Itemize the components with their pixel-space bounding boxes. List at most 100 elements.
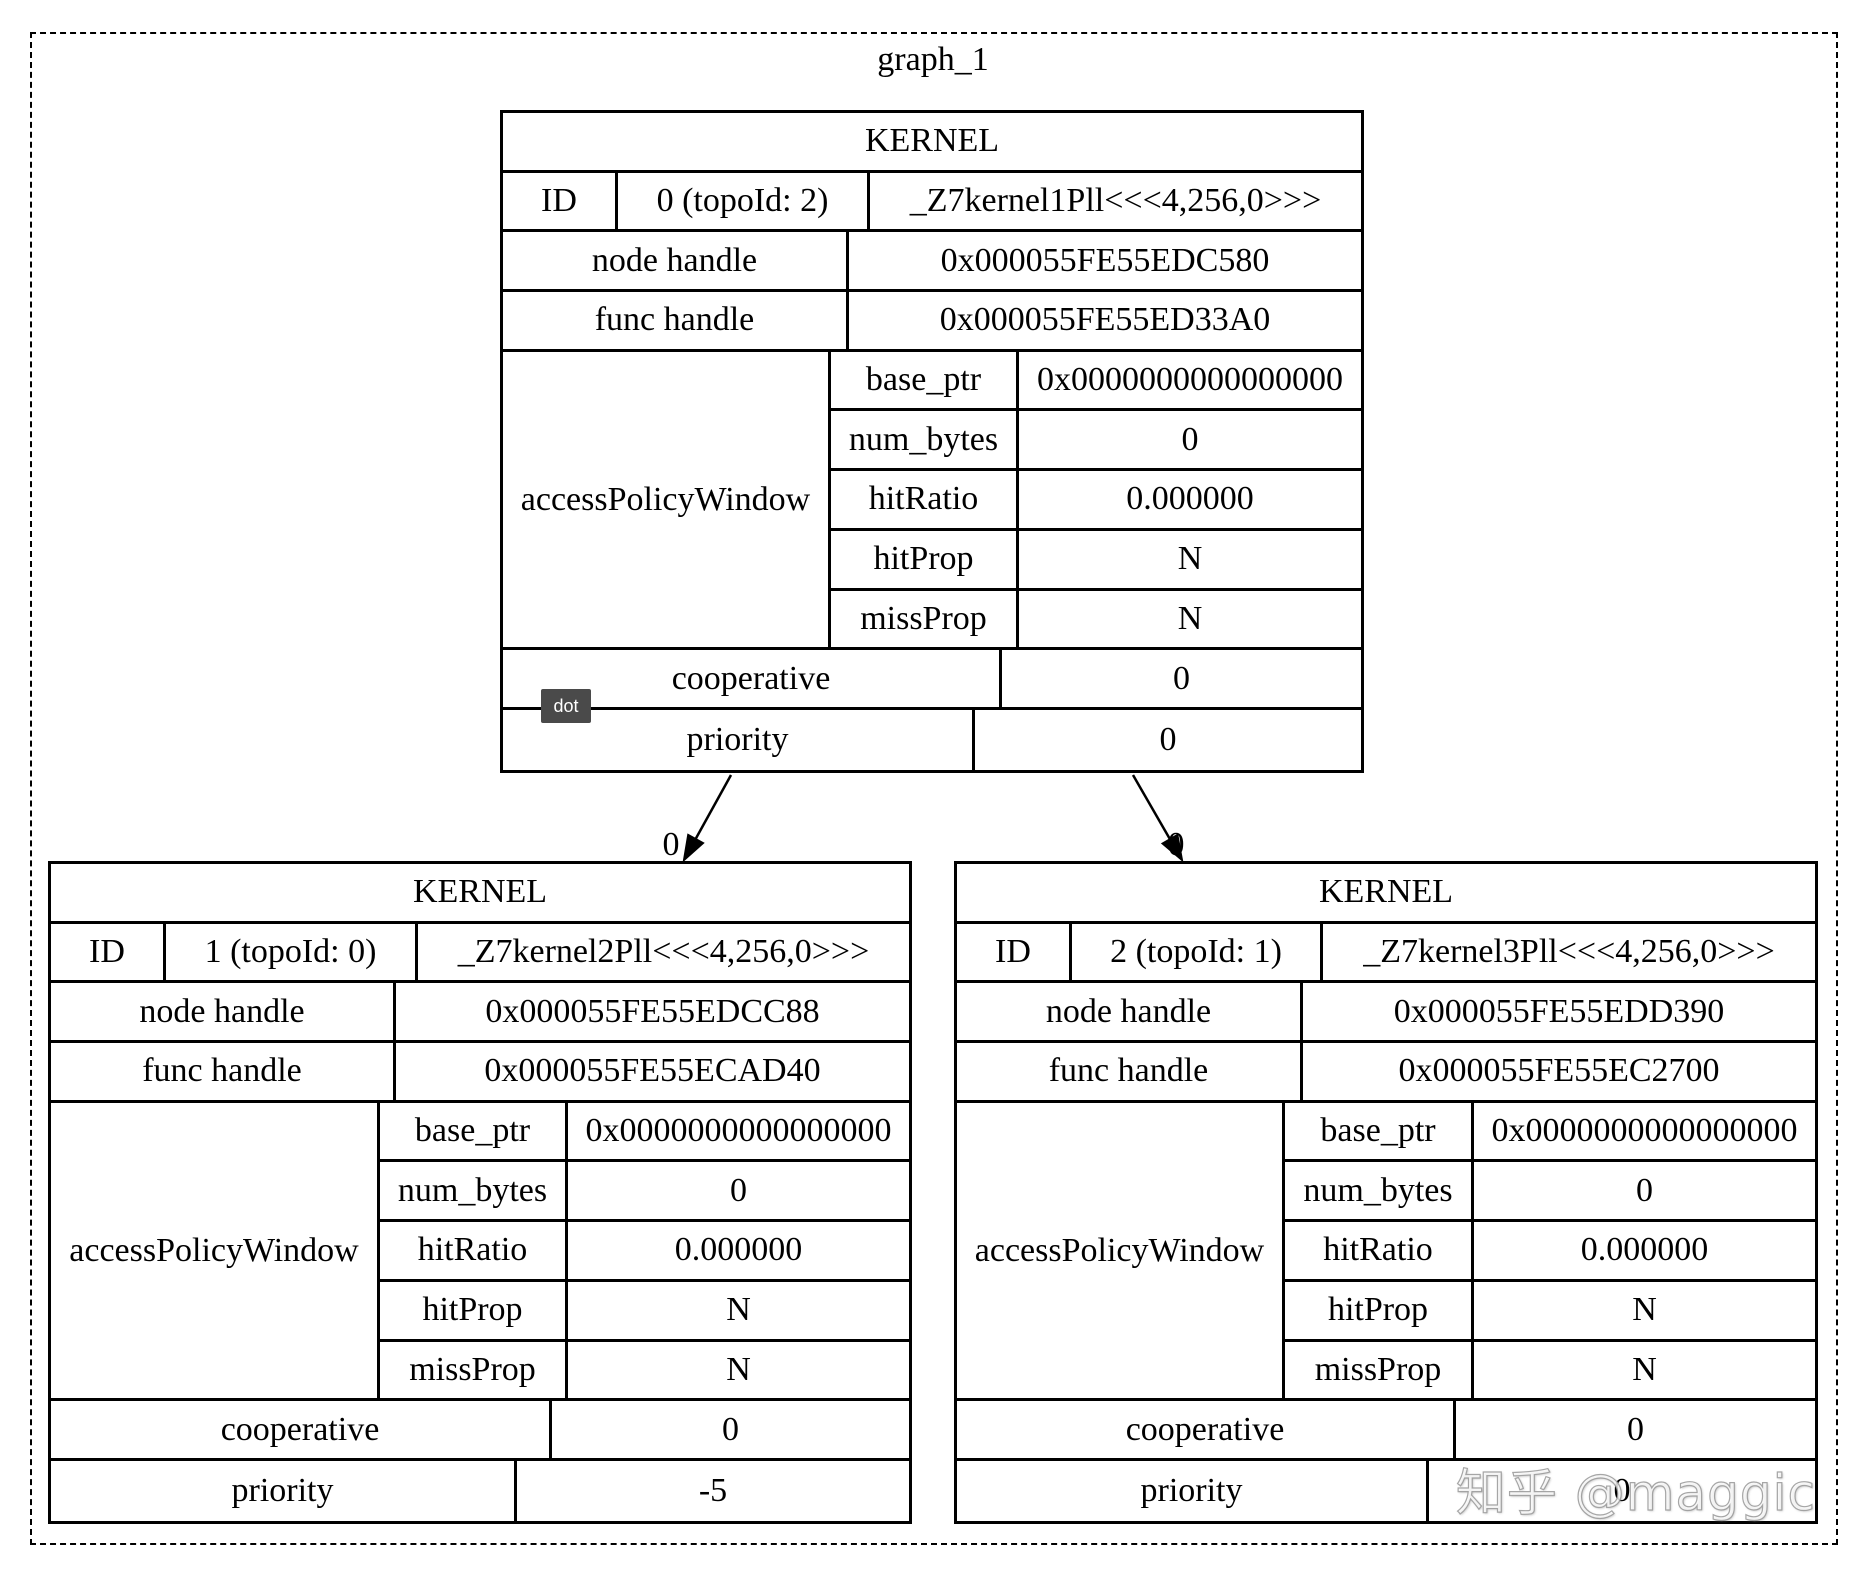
watermark: 知乎 @maggic — [1455, 1463, 1816, 1522]
apw-miss-prop-label: missProp — [1285, 1341, 1474, 1399]
node-title: KERNEL — [864, 122, 1000, 160]
node-handle-row: node handle 0x000055FE55EDC580 — [503, 232, 1361, 293]
id-label: ID — [503, 172, 618, 230]
apw-num-bytes-value: 0 — [730, 1171, 747, 1209]
apw-hit-ratio-value: 0.000000 — [674, 1231, 803, 1269]
cooperative-value: 0 — [1173, 659, 1190, 697]
func-handle-label: func handle — [957, 1043, 1303, 1100]
id-label: ID — [957, 923, 1072, 981]
apw-row-num-bytes: num_bytes 0 — [831, 411, 1361, 472]
apw-row-miss-prop: missProp N — [1285, 1341, 1815, 1402]
func-handle-value: 0x000055FE55EC2700 — [1398, 1052, 1720, 1090]
node-handle-row: node handle 0x000055FE55EDCC88 — [51, 983, 909, 1044]
apw-base-ptr-label: base_ptr — [380, 1102, 568, 1160]
access-policy-window-row: accessPolicyWindow base_ptr 0x0000000000… — [503, 351, 1361, 651]
cooperative-value: 0 — [1627, 1410, 1644, 1448]
priority-label: priority — [51, 1460, 517, 1521]
apw-miss-prop-value: N — [726, 1350, 751, 1388]
func-handle-label: func handle — [503, 292, 849, 349]
id-value: 1 (topoId: 0) — [166, 923, 418, 981]
node-handle-label: node handle — [51, 983, 396, 1041]
apw-num-bytes-label: num_bytes — [380, 1162, 568, 1220]
title-row: KERNEL — [957, 864, 1815, 924]
kernel-node-1: KERNEL ID 1 (topoId: 0) _Z7kernel2Pll<<<… — [48, 861, 912, 1524]
node-handle-row: node handle 0x000055FE55EDD390 — [957, 983, 1815, 1044]
apw-row-num-bytes: num_bytes 0 — [380, 1162, 909, 1223]
apw-miss-prop-value: N — [1632, 1350, 1657, 1388]
apw-row-hit-ratio: hitRatio 0.000000 — [1285, 1222, 1815, 1282]
priority-row: priority 0 — [957, 1460, 1815, 1521]
id-value: 0 (topoId: 2) — [618, 172, 870, 230]
apw-row-miss-prop: missProp N — [831, 590, 1361, 651]
kernel-name: _Z7kernel3Pll<<<4,256,0>>> — [1363, 933, 1775, 971]
node-handle-label: node handle — [503, 232, 849, 290]
kernel-node-2: KERNEL ID 2 (topoId: 1) _Z7kernel3Pll<<<… — [954, 861, 1818, 1524]
node-title: KERNEL — [1318, 873, 1454, 911]
priority-label: priority — [957, 1460, 1429, 1521]
apw-row-hit-prop: hitProp N — [380, 1281, 909, 1342]
apw-row-base-ptr: base_ptr 0x0000000000000000 — [831, 351, 1361, 412]
id-value: 2 (topoId: 1) — [1072, 923, 1323, 981]
title-row: KERNEL — [503, 113, 1361, 173]
priority-label: priority — [503, 709, 975, 770]
cooperative-value: 0 — [722, 1410, 739, 1448]
apw-hit-ratio-label: hitRatio — [831, 471, 1019, 528]
cooperative-row: cooperative 0 — [957, 1401, 1815, 1461]
apw-miss-prop-value: N — [1177, 599, 1203, 637]
func-handle-row: func handle 0x000055FE55ED33A0 — [503, 292, 1361, 352]
apw-miss-prop-label: missProp — [380, 1341, 568, 1399]
func-handle-value: 0x000055FE55ED33A0 — [939, 301, 1271, 339]
node-handle-value: 0x000055FE55EDCC88 — [485, 992, 820, 1030]
priority-row: priority 0 — [503, 709, 1361, 770]
apw-hit-prop-value: N — [1632, 1291, 1657, 1329]
access-policy-window-label: accessPolicyWindow — [51, 1102, 380, 1402]
apw-hit-prop-value: N — [726, 1291, 751, 1329]
apw-row-hit-prop: hitProp N — [1285, 1281, 1815, 1342]
id-row: ID 1 (topoId: 0) _Z7kernel2Pll<<<4,256,0… — [51, 923, 909, 984]
apw-row-hit-ratio: hitRatio 0.000000 — [831, 471, 1361, 531]
access-policy-window-row: accessPolicyWindow base_ptr 0x0000000000… — [51, 1102, 909, 1402]
apw-miss-prop-label: missProp — [831, 590, 1019, 648]
node-handle-label: node handle — [957, 983, 1303, 1041]
apw-row-base-ptr: base_ptr 0x0000000000000000 — [1285, 1102, 1815, 1163]
apw-row-miss-prop: missProp N — [380, 1341, 909, 1402]
cooperative-row: cooperative 0 — [503, 650, 1361, 710]
priority-row: priority -5 — [51, 1460, 909, 1521]
id-row: ID 2 (topoId: 1) _Z7kernel3Pll<<<4,256,0… — [957, 923, 1815, 984]
apw-hit-prop-label: hitProp — [831, 530, 1019, 588]
graph-label: graph_1 — [877, 41, 989, 78]
apw-base-ptr-value: 0x0000000000000000 — [1491, 1112, 1798, 1150]
apw-row-hit-ratio: hitRatio 0.000000 — [380, 1222, 909, 1282]
cooperative-label: cooperative — [957, 1401, 1456, 1458]
cooperative-row: cooperative 0 — [51, 1401, 909, 1461]
apw-base-ptr-value: 0x0000000000000000 — [585, 1112, 892, 1150]
apw-row-hit-prop: hitProp N — [831, 530, 1361, 591]
apw-hit-ratio-value: 0.000000 — [1580, 1231, 1709, 1269]
apw-hit-ratio-label: hitRatio — [1285, 1222, 1474, 1279]
node-handle-value: 0x000055FE55EDD390 — [1393, 992, 1725, 1030]
apw-hit-ratio-value: 0.000000 — [1126, 480, 1254, 518]
node-title: KERNEL — [412, 873, 548, 911]
func-handle-value: 0x000055FE55ECAD40 — [484, 1052, 821, 1090]
access-policy-window-table: base_ptr 0x0000000000000000 num_bytes 0 … — [1285, 1102, 1815, 1402]
title-row: KERNEL — [51, 864, 909, 924]
apw-row-base-ptr: base_ptr 0x0000000000000000 — [380, 1102, 909, 1163]
graph-cluster — [30, 32, 1838, 1545]
apw-hit-prop-label: hitProp — [380, 1281, 568, 1339]
func-handle-row: func handle 0x000055FE55EC2700 — [957, 1043, 1815, 1103]
apw-hit-prop-label: hitProp — [1285, 1281, 1474, 1339]
priority-value: -5 — [698, 1471, 728, 1509]
apw-hit-ratio-label: hitRatio — [380, 1222, 568, 1279]
dot-tooltip-badge: dot — [541, 689, 591, 723]
access-policy-window-table: base_ptr 0x0000000000000000 num_bytes 0 … — [380, 1102, 909, 1402]
apw-num-bytes-value: 0 — [1636, 1171, 1653, 1209]
apw-row-num-bytes: num_bytes 0 — [1285, 1162, 1815, 1223]
access-policy-window-label: accessPolicyWindow — [503, 351, 831, 651]
apw-num-bytes-label: num_bytes — [831, 411, 1019, 469]
func-handle-label: func handle — [51, 1043, 396, 1100]
apw-base-ptr-label: base_ptr — [1285, 1102, 1474, 1160]
func-handle-row: func handle 0x000055FE55ECAD40 — [51, 1043, 909, 1103]
access-policy-window-row: accessPolicyWindow base_ptr 0x0000000000… — [957, 1102, 1815, 1402]
kernel-node-0: KERNEL ID 0 (topoId: 2) _Z7kernel1Pll<<<… — [500, 110, 1364, 773]
node-handle-value: 0x000055FE55EDC580 — [940, 241, 1270, 279]
